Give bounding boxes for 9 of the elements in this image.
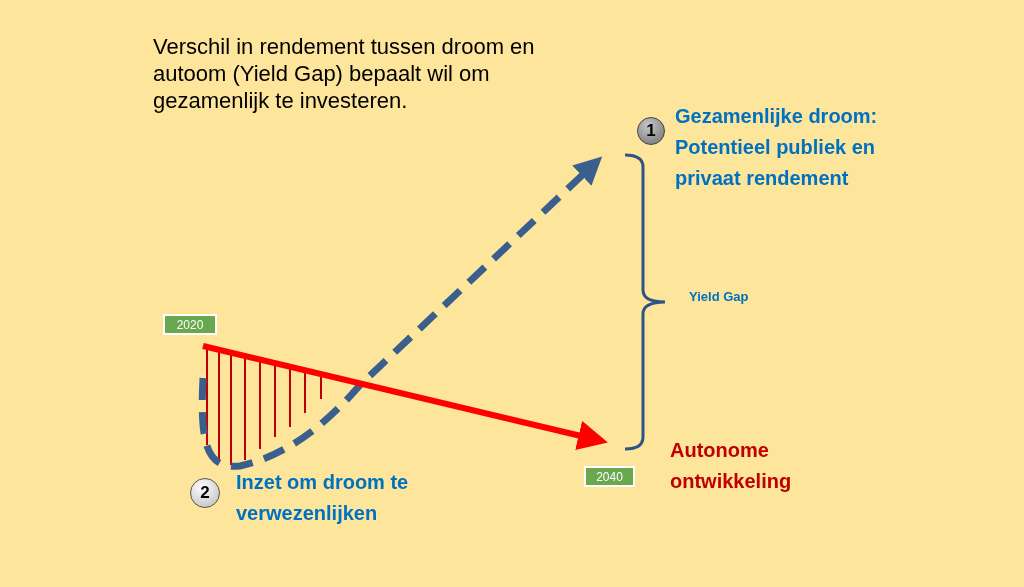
autonomous-label: Autonome ontwikkeling bbox=[670, 438, 793, 494]
year-tag: 2040 bbox=[584, 466, 635, 487]
year-tag: 2020 bbox=[163, 314, 217, 335]
callout-number: 1 bbox=[637, 117, 665, 145]
dream-label: Gezamenlijke droom: Potentieel publiek en privaat rendement bbox=[675, 104, 879, 191]
title: Verschil in rendement tussen droom en autoom (Yield Gap) bepaalt wil om gezamenlijk te investeren. bbox=[153, 33, 536, 114]
callout-number: 2 bbox=[190, 478, 220, 508]
effort-label: Inzet om droom te verwezenlijken bbox=[236, 470, 410, 526]
yield-gap-label: Yield Gap bbox=[689, 288, 749, 306]
